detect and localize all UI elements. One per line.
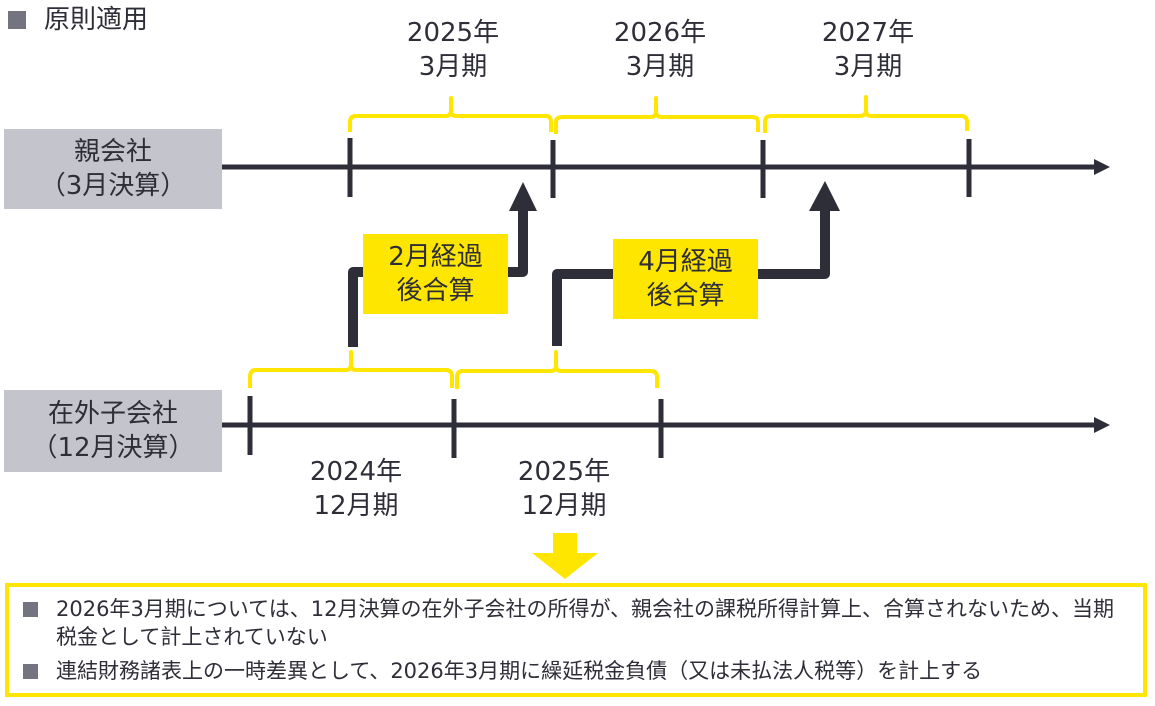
parent-company-label: 親会社 （3月決算） [4, 129, 222, 209]
subsidiary-period-label: 2025年 12月期 [517, 457, 611, 521]
parent-period-label: 2026年 3月期 [613, 18, 707, 82]
note-item: 連結財務諸表上の一時差異として、2026年3月期に繰延税金負債（又は未払法人税等… [23, 657, 1126, 685]
notes-box: 2026年3月期については、12月決算の在外子会社の所得が、親会社の課税所得計算… [5, 583, 1147, 697]
square-bullet-icon [8, 11, 26, 29]
parent-timeline [222, 138, 1110, 198]
subsidiary-period-braces [248, 350, 659, 389]
section-title: 原則適用 [8, 2, 148, 38]
square-bullet-icon [23, 664, 38, 679]
parent-period-label: 2025年 3月期 [406, 18, 500, 82]
timeline-arrowhead-icon [1094, 159, 1110, 175]
timeline-arrowhead-icon [1094, 417, 1110, 433]
parent-period-braces [348, 95, 969, 134]
subsidiary-period-label: 2024年 12月期 [309, 457, 403, 521]
note-item: 2026年3月期については、12月決算の在外子会社の所得が、親会社の課税所得計算… [23, 595, 1126, 651]
down-arrow-icon [532, 533, 598, 579]
callout-4month-consolidation: 4月経過 後合算 [613, 239, 758, 319]
subsidiary-timeline [222, 396, 1110, 458]
square-bullet-icon [23, 602, 38, 617]
callout-2month-consolidation: 2月経過 後合算 [363, 234, 508, 314]
up-arrowhead-icon [809, 181, 840, 211]
parent-period-label: 2027年 3月期 [821, 18, 915, 82]
section-title-text: 原則適用 [44, 5, 149, 35]
subsidiary-company-label: 在外子会社 （12月決算） [4, 390, 222, 472]
up-arrowhead-icon [509, 182, 537, 211]
